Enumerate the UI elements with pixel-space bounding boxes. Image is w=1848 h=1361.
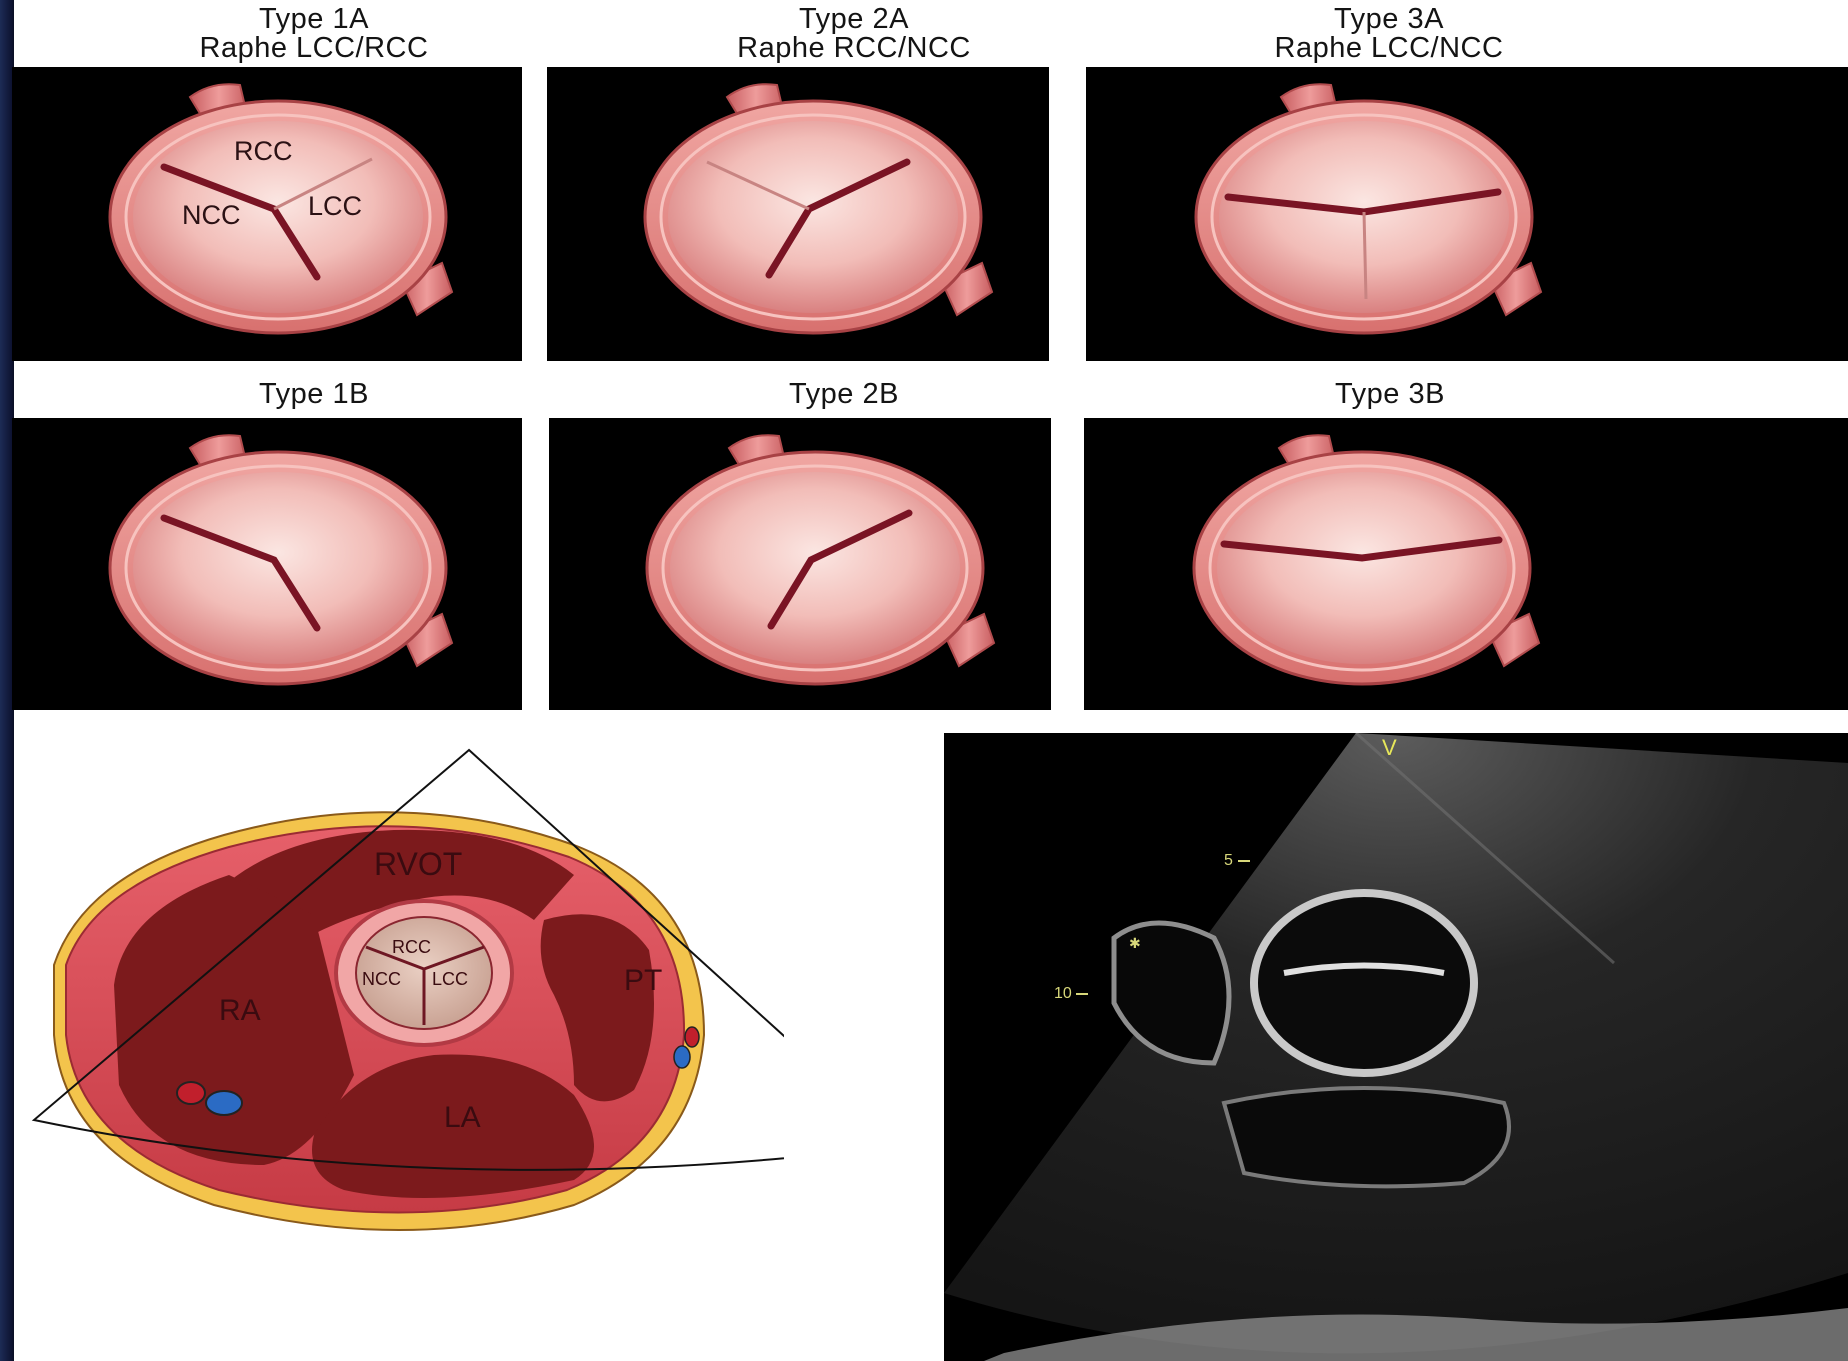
label-aortic-lcc: LCC — [432, 969, 468, 989]
echo-marker-star: ✱ — [1129, 936, 1141, 952]
title-type-3a-line1: Type 3A — [1244, 5, 1534, 34]
title-type-3a-line2: Raphe LCC/NCC — [1244, 34, 1534, 63]
coronary-artery-right — [685, 1027, 699, 1047]
coronary-artery — [177, 1082, 205, 1104]
echo-aortic-valve — [1254, 893, 1474, 1073]
title-type-3b: Type 3B — [1270, 380, 1510, 409]
valve-panel-type-1b — [12, 418, 522, 710]
valve-panel-type-1a: RCC NCC LCC — [12, 67, 522, 361]
valve-panel-type-3a — [1086, 67, 1848, 361]
title-type-2a: Type 2A Raphe RCC/NCC — [704, 5, 1004, 63]
title-type-2a-line2: Raphe RCC/NCC — [704, 34, 1004, 63]
label-rcc: RCC — [234, 136, 293, 166]
label-depth-10: 10 — [1054, 985, 1072, 1002]
figure-sheet: Type 1A Raphe LCC/RCC Type 2A Raphe RCC/… — [14, 0, 1848, 1361]
title-type-3a: Type 3A Raphe LCC/NCC — [1244, 5, 1534, 63]
title-type-2b: Type 2B — [724, 380, 964, 409]
title-type-1b: Type 1B — [194, 380, 434, 409]
label-aortic-rcc: RCC — [392, 937, 431, 957]
label-rvot: RVOT — [374, 846, 462, 882]
echocardiogram-image: V 5 10 ✱ — [944, 733, 1848, 1361]
title-type-2a-line1: Type 2A — [704, 5, 1004, 34]
valve-panel-type-3b — [1084, 418, 1848, 710]
valve-panel-type-2b — [549, 418, 1051, 710]
commissure-line — [1364, 212, 1366, 299]
coronary-vein — [206, 1091, 242, 1115]
label-depth-5: 5 — [1224, 852, 1233, 869]
label-ncc: NCC — [182, 200, 241, 230]
label-ra: RA — [219, 994, 261, 1027]
label-la: LA — [444, 1101, 481, 1134]
title-type-1a: Type 1A Raphe LCC/RCC — [174, 5, 454, 63]
title-type-1a-line1: Type 1A — [174, 5, 454, 34]
parasternal-short-axis-diagram: RVOT RA PT LA RCC NCC LCC — [14, 735, 784, 1361]
label-v-marker: V — [1382, 735, 1397, 760]
echo-la-cavity — [1224, 1088, 1509, 1186]
valve-panel-type-2a — [547, 67, 1049, 361]
label-pt: PT — [624, 964, 662, 997]
label-aortic-ncc: NCC — [362, 969, 401, 989]
label-lcc: LCC — [308, 191, 362, 221]
title-type-1a-line2: Raphe LCC/RCC — [174, 34, 454, 63]
coronary-vein-right — [674, 1046, 690, 1068]
